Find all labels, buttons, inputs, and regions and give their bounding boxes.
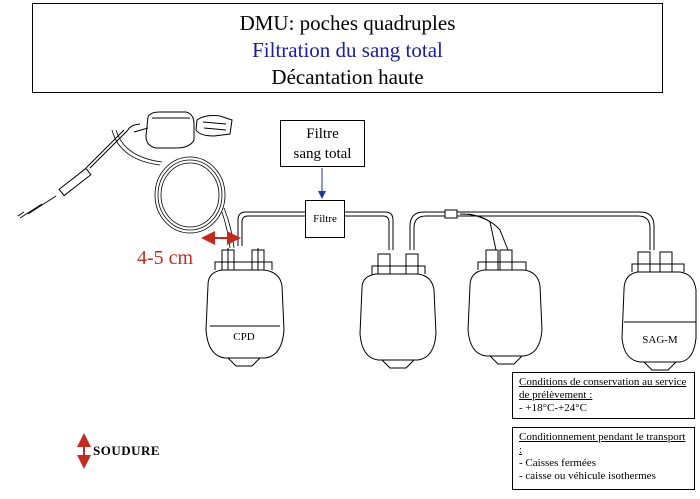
title-line-2: Filtration du sang total bbox=[252, 38, 443, 62]
soudure-legend-label: SOUDURE bbox=[93, 443, 161, 458]
tube-filter-bag2 bbox=[345, 211, 394, 250]
transport-heading: Conditionnement pendant le transport : bbox=[519, 431, 686, 456]
tube-bag2-bag3 bbox=[409, 211, 445, 250]
bag-1-icon bbox=[205, 248, 285, 367]
filter-callout-line-1: Filtre bbox=[306, 126, 339, 142]
transport-info-box: Conditionnement pendant le transport : -… bbox=[512, 427, 695, 490]
bag-2-icon bbox=[359, 253, 437, 369]
donor-arm-icon bbox=[195, 115, 233, 137]
filter-callout-box: Filtre sang total bbox=[280, 120, 365, 167]
conservation-item-1: - +18°C-+24°C bbox=[519, 402, 587, 414]
conservation-heading: Conditions de conservation au service de… bbox=[519, 376, 687, 401]
tube-bag1-filter bbox=[237, 211, 305, 246]
bag-1-label: CPD bbox=[233, 331, 255, 343]
sampling-pouch-icon bbox=[127, 111, 195, 149]
transport-item-2: - caisse ou véhicule isothermes bbox=[519, 470, 656, 482]
conservation-info-box: Conditions de conservation au service de… bbox=[512, 372, 695, 419]
filter-callout-line-2: sang total bbox=[293, 146, 352, 162]
title-line-1: DMU: poches quadruples bbox=[239, 11, 456, 35]
bag-3-icon bbox=[467, 249, 543, 365]
bag-4-label: SAG-M bbox=[642, 334, 678, 346]
dimension-label: 4-5 cm bbox=[137, 247, 194, 269]
needle-icon bbox=[17, 129, 129, 219]
transport-item-1: - Caisses fermées bbox=[519, 457, 596, 469]
bag-4-icon bbox=[621, 251, 697, 371]
inline-filter: Filtre bbox=[305, 200, 345, 238]
title-line-3: Décantation haute bbox=[271, 65, 424, 89]
connector-icon bbox=[444, 209, 458, 219]
title-box: DMU: poches quadruples Filtration du san… bbox=[32, 3, 663, 93]
